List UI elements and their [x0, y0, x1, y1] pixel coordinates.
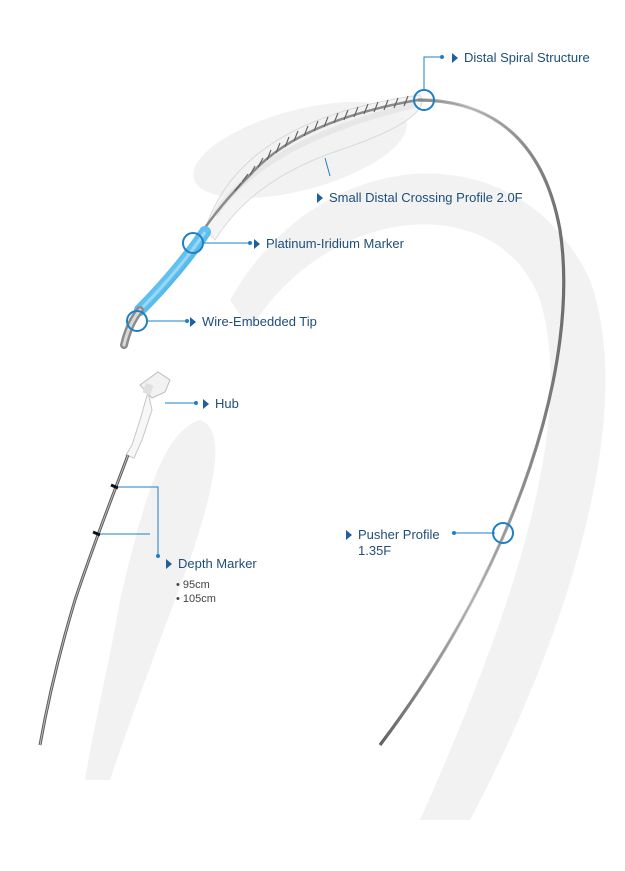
label-crossing-profile: Small Distal Crossing Profile 2.0F: [317, 190, 523, 206]
spiral-ticks: [234, 95, 409, 192]
platinum-marker-text: Platinum-Iridium Marker: [266, 236, 404, 251]
platinum-marker-highlight: [138, 231, 207, 312]
leader-lines: [100, 56, 495, 556]
label-pusher-profile: Pusher Profile 1.35F: [346, 527, 440, 559]
label-wire-tip: Wire-Embedded Tip: [190, 314, 317, 330]
depth-value-95: 95cm: [176, 578, 216, 592]
crossing-profile-text: Small Distal Crossing Profile 2.0F: [329, 190, 523, 205]
distal-spiral-shaft: [198, 98, 419, 236]
label-hub: Hub: [203, 396, 239, 412]
label-distal-spiral: Distal Spiral Structure: [452, 50, 590, 66]
wire-tip-highlight: [122, 308, 142, 347]
triangle-bullet-icon: [166, 559, 172, 569]
sheath-outline: [204, 94, 423, 241]
triangle-bullet-icon: [317, 193, 323, 203]
distal-spiral-text: Distal Spiral Structure: [464, 50, 590, 65]
triangle-bullet-icon: [190, 317, 196, 327]
hub-graphic: [125, 371, 171, 459]
label-depth-marker: Depth Marker: [166, 556, 257, 572]
depth-mark-95: [110, 483, 119, 490]
triangle-bullet-icon: [452, 53, 458, 63]
triangle-bullet-icon: [254, 239, 260, 249]
pusher-profile-text: Pusher Profile 1.35F: [358, 527, 440, 558]
pusher-wire-edge: [379, 99, 565, 746]
triangle-bullet-icon: [346, 530, 352, 540]
hub-text: Hub: [215, 396, 239, 411]
background-shadow-arc: [230, 173, 606, 820]
leader-dots: [156, 55, 456, 558]
depth-marker-text: Depth Marker: [178, 556, 257, 571]
depth-value-105: 105cm: [176, 592, 216, 606]
wire-tip-text: Wire-Embedded Tip: [202, 314, 317, 329]
label-platinum-marker: Platinum-Iridium Marker: [254, 236, 404, 252]
catheter-shaft-highlight: [39, 454, 129, 746]
depth-mark-105: [92, 530, 101, 537]
depth-values-list: 95cm 105cm: [176, 578, 216, 606]
background-shadow-left: [85, 420, 216, 780]
triangle-bullet-icon: [203, 399, 209, 409]
